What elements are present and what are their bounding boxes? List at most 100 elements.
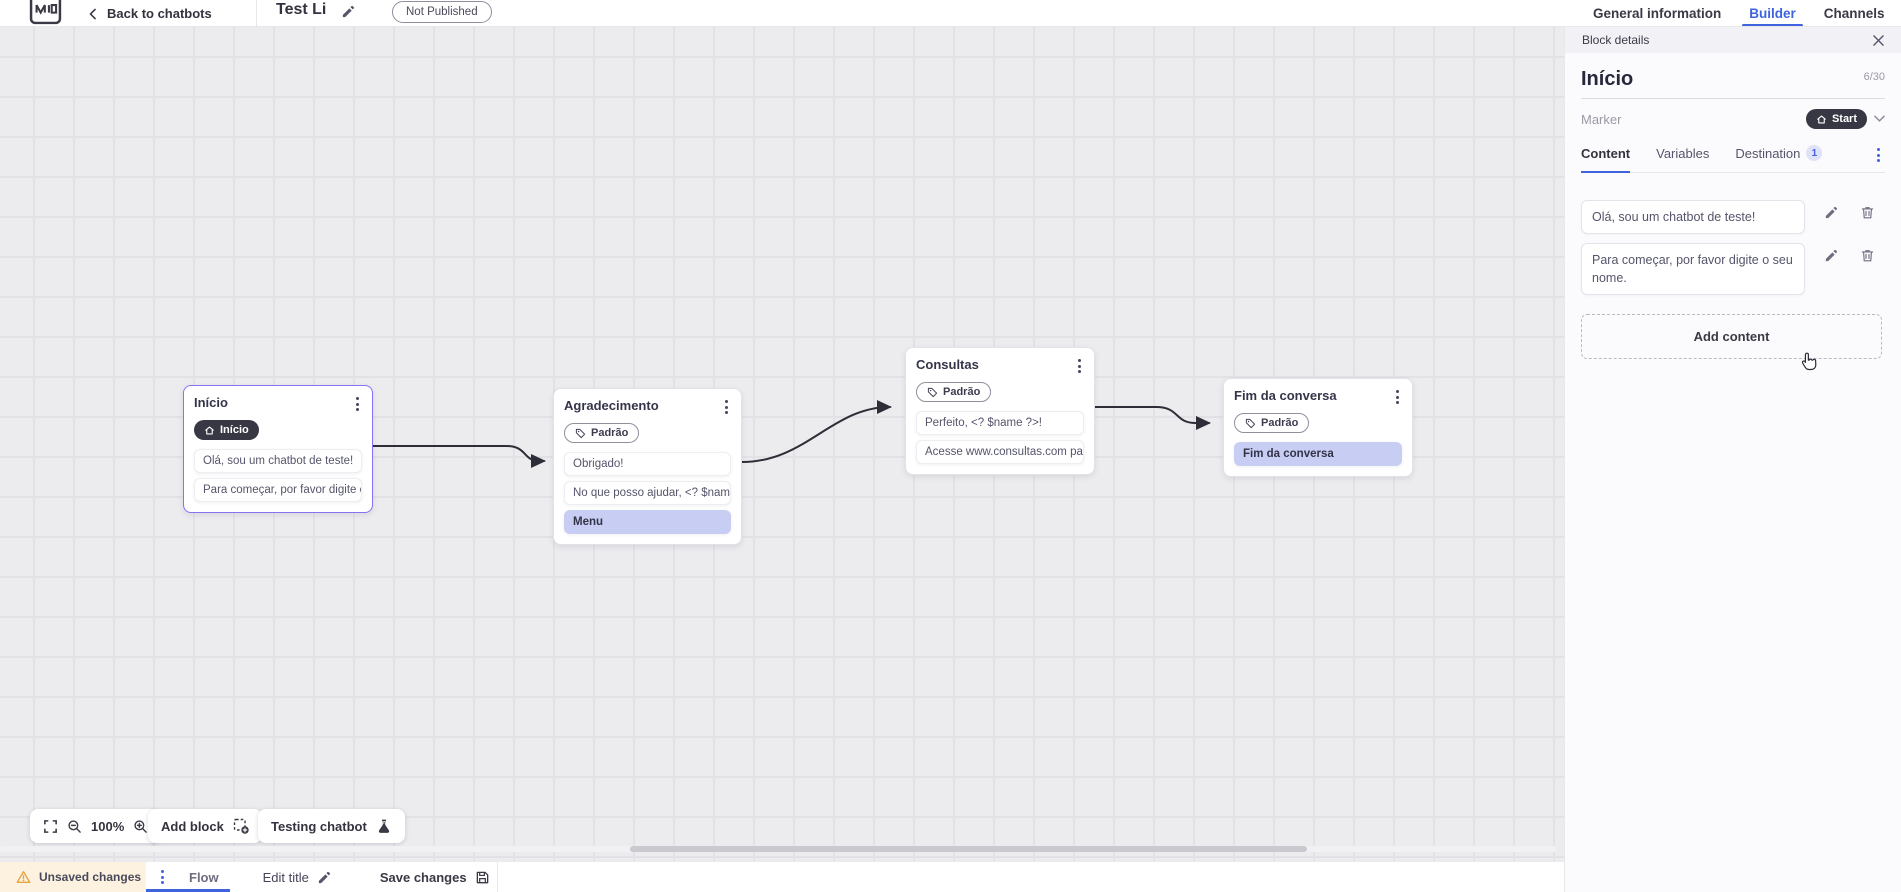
node-title: Agradecimento xyxy=(564,398,659,413)
status-badge: Not Published xyxy=(392,1,492,23)
content-list: Olá, sou um chatbot de teste! Para começ… xyxy=(1581,200,1885,360)
node-message[interactable]: Acesse www.consultas.com par... xyxy=(916,440,1084,464)
warning-icon xyxy=(16,870,31,884)
save-label: Save changes xyxy=(379,869,467,885)
destination-count-badge: 1 xyxy=(1806,145,1823,161)
marker-pill-label: Padrão xyxy=(943,386,981,398)
node-title: Início xyxy=(194,395,228,410)
unsaved-label: Unsaved changes xyxy=(39,870,142,884)
tag-icon xyxy=(575,428,586,439)
footer-divider xyxy=(497,862,498,892)
testing-chatbot-button[interactable]: Testing chatbot xyxy=(258,809,405,843)
add-block-icon xyxy=(233,818,249,834)
back-chevron-icon xyxy=(88,7,98,21)
pencil-icon xyxy=(317,870,332,885)
home-icon xyxy=(1816,114,1827,125)
tab-destination-label: Destination xyxy=(1735,145,1801,161)
header-divider xyxy=(256,0,257,26)
zoom-out-icon[interactable] xyxy=(67,819,82,834)
char-counter: 6/30 xyxy=(1863,71,1885,83)
content-row: Para começar, por favor digite o seu nom… xyxy=(1581,243,1885,296)
marker-value: Start xyxy=(1831,113,1857,125)
marker-pill-label: Início xyxy=(220,424,249,436)
panel-tabs: Content Variables Destination 1 xyxy=(1581,145,1885,173)
zoom-controls: 100% xyxy=(30,809,162,843)
block-name-field[interactable]: Início xyxy=(1581,68,1634,90)
tab-flow[interactable]: Flow xyxy=(189,869,219,885)
zoom-level: 100% xyxy=(91,818,125,834)
flow-menu-icon[interactable] xyxy=(158,868,167,886)
node-menu-icon[interactable] xyxy=(353,395,362,413)
node-menu-icon[interactable] xyxy=(1393,388,1402,406)
node-menu-icon[interactable] xyxy=(722,398,731,416)
zoom-in-icon[interactable] xyxy=(133,819,148,834)
testing-chatbot-label: Testing chatbot xyxy=(271,818,367,834)
tab-variables[interactable]: Variables xyxy=(1656,145,1710,161)
edit-content-icon[interactable] xyxy=(1824,205,1839,220)
chatbot-title: Test Li xyxy=(276,1,327,18)
tab-destination[interactable]: Destination 1 xyxy=(1735,145,1823,161)
panel-title: Block details xyxy=(1582,33,1650,47)
app-logo-icon[interactable] xyxy=(29,0,62,25)
canvas-horizontal-scrollbar[interactable] xyxy=(0,846,1556,852)
tab-builder[interactable]: Builder xyxy=(1742,0,1803,26)
padrao-marker-pill: Padrão xyxy=(916,382,992,402)
flow-node-agradecimento[interactable]: Agradecimento Padrão Obrigado! No que po… xyxy=(553,388,742,545)
flask-icon xyxy=(376,818,392,834)
node-menu-icon[interactable] xyxy=(1075,357,1084,375)
chevron-down-icon[interactable] xyxy=(1874,115,1885,123)
tag-icon xyxy=(927,387,938,398)
flow-node-consultas[interactable]: Consultas Padrão Perfeito, <? $name ?>! … xyxy=(905,347,1095,475)
unsaved-changes-status: Unsaved changes xyxy=(0,862,146,892)
marker-start-pill[interactable]: Start xyxy=(1805,109,1867,129)
marker-label: Marker xyxy=(1581,111,1622,127)
save-icon xyxy=(475,870,490,885)
edit-title-pencil-icon[interactable] xyxy=(341,4,356,19)
delete-content-icon[interactable] xyxy=(1860,248,1875,263)
edit-title-button[interactable]: Edit title xyxy=(263,870,332,885)
close-icon[interactable] xyxy=(1873,34,1884,46)
start-marker-pill: Início xyxy=(194,420,259,440)
flow-canvas[interactable]: Início Início Olá, sou um chatbot de tes… xyxy=(0,27,1564,861)
save-changes-button[interactable]: Save changes xyxy=(380,870,490,885)
tab-channels[interactable]: Channels xyxy=(1823,6,1885,21)
edit-content-icon[interactable] xyxy=(1824,248,1839,263)
edit-title-label: Edit title xyxy=(262,869,309,885)
block-details-panel: Block details Início 6/30 Marker Start xyxy=(1564,27,1901,892)
flow-node-inicio[interactable]: Início Início Olá, sou um chatbot de tes… xyxy=(183,385,373,513)
panel-menu-icon[interactable] xyxy=(1874,146,1883,164)
node-message[interactable]: Perfeito, <? $name ?>! xyxy=(916,411,1084,435)
padrao-marker-pill: Padrão xyxy=(1234,413,1310,433)
home-icon xyxy=(204,425,215,436)
add-block-label: Add block xyxy=(161,818,224,834)
node-message[interactable]: Olá, sou um chatbot de teste! xyxy=(194,449,362,473)
node-message[interactable]: Para começar, por favor digite o ... xyxy=(194,478,362,502)
tab-content[interactable]: Content xyxy=(1581,145,1631,173)
fit-screen-icon[interactable] xyxy=(43,819,58,834)
add-block-button[interactable]: Add block xyxy=(148,809,262,843)
node-title: Consultas xyxy=(916,357,979,372)
marker-pill-label: Padrão xyxy=(1261,417,1299,429)
flow-node-fim-da-conversa[interactable]: Fim da conversa Padrão Fim da conversa xyxy=(1223,378,1413,477)
back-to-chatbots-button[interactable]: Back to chatbots xyxy=(88,0,212,26)
node-title: Fim da conversa xyxy=(1234,388,1337,403)
content-text-field[interactable]: Olá, sou um chatbot de teste! xyxy=(1581,200,1805,235)
node-end-block[interactable]: Fim da conversa xyxy=(1234,442,1402,466)
add-content-button[interactable]: Add content xyxy=(1581,314,1882,360)
content-text-field[interactable]: Para começar, por favor digite o seu nom… xyxy=(1581,243,1805,296)
node-message[interactable]: Obrigado! xyxy=(564,452,731,476)
panel-header: Block details xyxy=(1565,27,1901,53)
content-row: Olá, sou um chatbot de teste! xyxy=(1581,200,1885,235)
bottom-bar: Unsaved changes Flow Edit title Save cha… xyxy=(0,861,1564,892)
delete-content-icon[interactable] xyxy=(1860,205,1875,220)
builder-nav-tabs: General information Builder Channels xyxy=(1593,0,1885,26)
title-underline xyxy=(1581,98,1885,99)
back-label: Back to chatbots xyxy=(107,6,212,21)
scrollbar-thumb[interactable] xyxy=(630,846,1307,852)
tab-general-information[interactable]: General information xyxy=(1593,6,1722,21)
node-menu-block[interactable]: Menu xyxy=(564,510,731,534)
tag-icon xyxy=(1245,418,1256,429)
node-message[interactable]: No que posso ajudar, <? $name ... xyxy=(564,481,731,505)
padrao-marker-pill: Padrão xyxy=(564,423,640,443)
